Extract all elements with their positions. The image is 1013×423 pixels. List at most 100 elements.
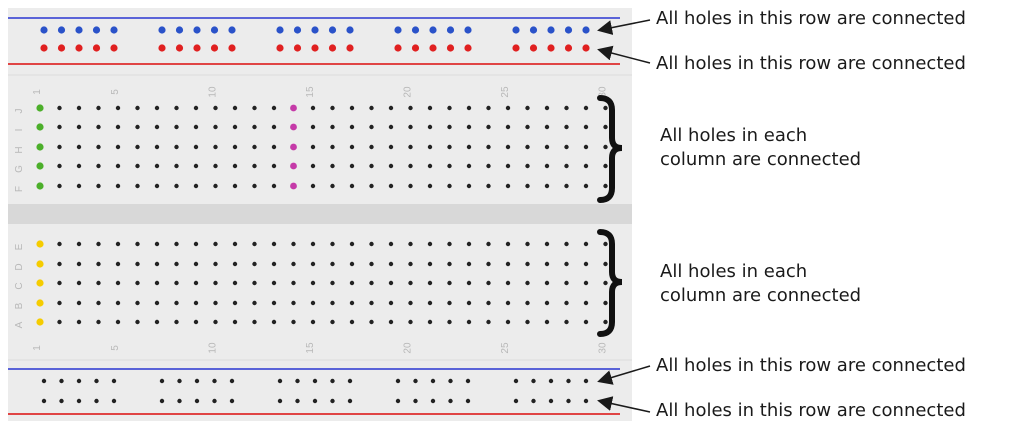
upper-hole <box>466 124 472 130</box>
upper-hole <box>193 144 199 150</box>
lower-hole <box>427 241 433 247</box>
lower-hole <box>252 261 257 267</box>
upper-block-label: All holes in each column are connected <box>660 124 861 172</box>
upper-hole <box>271 105 277 111</box>
bottom-rail-2-hole <box>583 398 589 404</box>
lower-hole <box>193 280 199 286</box>
top-rail-2-hole <box>228 44 236 52</box>
column-number-top: 15 <box>305 86 316 98</box>
lower-hole <box>564 300 569 306</box>
lower-hole <box>135 261 140 267</box>
upper-hole-col-1 <box>36 143 44 151</box>
lower-block-label-line-1: All holes in each <box>660 261 808 282</box>
bottom-rail-2-hole <box>312 398 318 404</box>
top-rail-2-hole <box>193 44 201 52</box>
upper-hole <box>427 124 433 130</box>
upper-hole <box>544 124 550 130</box>
upper-hole <box>174 105 179 111</box>
bottom-rail-1-hole <box>395 378 401 384</box>
column-number-bottom: 5 <box>110 345 121 351</box>
top-rail-1-hole <box>158 26 166 34</box>
lower-hole <box>252 319 257 325</box>
column-number-top: 1 <box>32 89 43 95</box>
column-number-bottom: 20 <box>403 342 414 354</box>
lower-hole <box>135 241 140 247</box>
lower-hole <box>330 319 335 325</box>
upper-hole <box>544 144 550 150</box>
upper-hole <box>310 124 316 130</box>
lower-hole-col-1 <box>36 299 44 307</box>
column-number-bottom: 1 <box>32 345 43 351</box>
upper-hole <box>193 124 199 130</box>
bottom-rail-1-hole <box>177 378 182 384</box>
lower-hole <box>369 241 374 247</box>
upper-hole <box>330 105 335 111</box>
lower-hole-col-1 <box>36 260 44 268</box>
bottom-rail-2-hole <box>94 398 99 404</box>
bottom-rail-2-hole <box>347 398 353 404</box>
top-rail-2-hole <box>547 44 555 52</box>
upper-hole <box>115 163 121 169</box>
lower-hole <box>564 241 569 247</box>
upper-hole <box>486 144 491 150</box>
top-rail-2-hole <box>92 44 101 52</box>
holes-layer <box>36 26 608 404</box>
upper-hole <box>96 105 101 111</box>
upper-hole <box>232 163 238 169</box>
upper-hole <box>174 163 179 169</box>
lower-hole <box>310 261 316 267</box>
lower-hole <box>252 300 257 306</box>
top-rail-1-hole <box>57 26 66 34</box>
top-rail-1-hole <box>228 26 236 34</box>
lower-hole <box>213 261 218 267</box>
upper-hole <box>427 183 433 189</box>
upper-hole <box>232 124 238 130</box>
lower-hole <box>252 241 257 247</box>
upper-hole <box>349 144 355 150</box>
upper-hole <box>466 144 472 150</box>
lower-hole <box>232 319 238 325</box>
bottom-rail-1-hole <box>330 378 335 384</box>
upper-hole <box>447 144 452 150</box>
lower-hole <box>447 241 452 247</box>
lower-hole <box>135 319 140 325</box>
upper-hole <box>603 105 608 111</box>
lower-hole <box>213 241 218 247</box>
lower-hole <box>252 280 257 286</box>
lower-hole <box>271 300 277 306</box>
upper-hole <box>427 163 433 169</box>
upper-hole <box>369 183 374 189</box>
lower-hole <box>154 300 160 306</box>
lower-hole <box>115 300 121 306</box>
lower-hole <box>154 280 160 286</box>
upper-hole <box>349 124 355 130</box>
top-rail-2-hole <box>210 44 219 52</box>
upper-hole <box>349 163 355 169</box>
upper-hole <box>310 144 316 150</box>
upper-hole <box>252 183 257 189</box>
top-rail-2-hole <box>40 44 48 52</box>
bottom-rail-2-hole <box>513 398 519 404</box>
top-rail-2-hole <box>311 44 319 52</box>
upper-hole <box>388 163 394 169</box>
lower-hole <box>232 280 238 286</box>
top-rail-2-hole <box>75 44 83 52</box>
row-letter-upper: H <box>14 146 25 153</box>
bottom-rail-1-label: All holes in this row are connected <box>656 355 966 376</box>
lower-hole <box>174 280 179 286</box>
upper-hole <box>57 144 62 150</box>
upper-hole <box>564 144 569 150</box>
lower-hole <box>466 280 472 286</box>
upper-hole <box>115 144 121 150</box>
upper-hole <box>486 124 491 130</box>
top-rail-1-hole <box>394 26 402 34</box>
upper-hole <box>252 105 257 111</box>
lower-hole <box>96 300 101 306</box>
upper-hole <box>135 183 140 189</box>
upper-hole-col-14 <box>290 162 297 170</box>
upper-hole <box>466 105 472 111</box>
lower-hole <box>388 241 394 247</box>
upper-hole <box>135 163 140 169</box>
upper-hole <box>154 144 160 150</box>
